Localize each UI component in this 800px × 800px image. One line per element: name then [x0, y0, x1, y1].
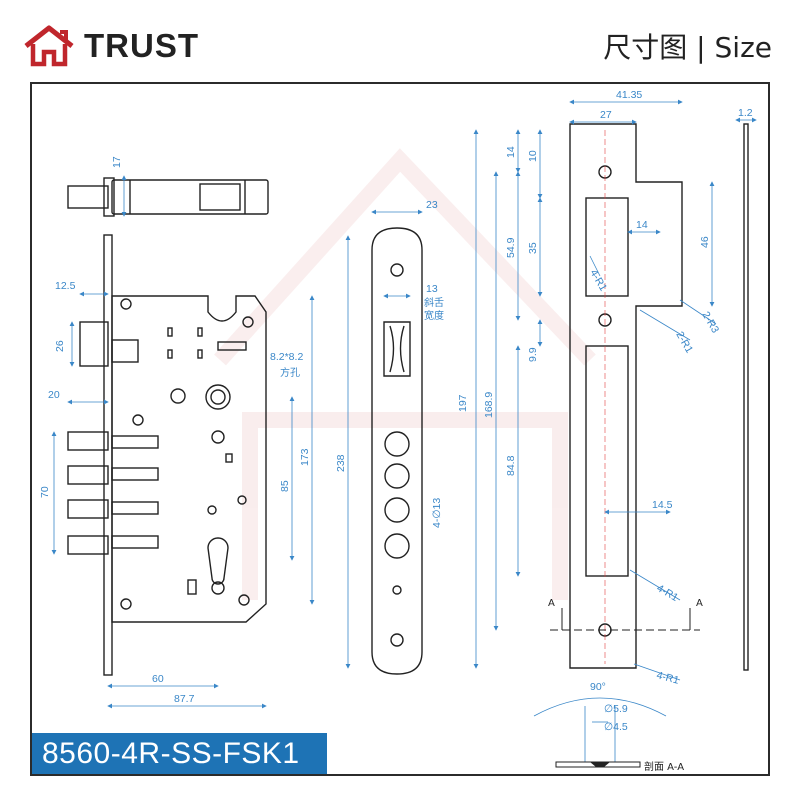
- dim-85-label: 85: [279, 480, 291, 492]
- dim-60-label: 60: [152, 673, 164, 685]
- section-title-label: 剖面 A-A: [644, 760, 684, 773]
- dim-173-label: 173: [299, 448, 311, 466]
- dim-197-label: 197: [457, 394, 469, 412]
- dim-41-35-label: 41.35: [616, 89, 642, 101]
- strike-plate-view: [569, 123, 749, 671]
- size-title: 尺寸图 | Size: [603, 31, 772, 64]
- dim-84-8-label: 84.8: [505, 455, 517, 476]
- angle-label: 90°: [590, 681, 606, 693]
- lock-front-view: [67, 234, 267, 676]
- square-hole-label: 方孔: [280, 366, 300, 379]
- faceplate-view: [371, 227, 423, 675]
- section-markers: [550, 608, 700, 631]
- lock-top-view: [67, 177, 269, 217]
- dim-238-label: 238: [335, 454, 347, 472]
- square-hole-size-label: 8.2*8.2: [270, 351, 303, 363]
- dim-9-9-label: 9.9: [527, 347, 539, 362]
- radius-4r1-a-label: 4-R1: [587, 268, 609, 294]
- dim-46-label: 46: [699, 236, 711, 248]
- section-a-left-label: A: [548, 598, 555, 609]
- dim-27-label: 27: [600, 109, 612, 121]
- dim-14-5-label: 14.5: [652, 499, 673, 511]
- section-a-right-label: A: [696, 598, 703, 609]
- holes-label: 4-∅13: [431, 498, 443, 528]
- radius-4r1-c-label: 4-R1: [655, 669, 680, 687]
- dia-5-9-label: ∅5.9: [604, 703, 628, 715]
- dim-23-label: 23: [426, 199, 438, 211]
- dim-54-9-label: 54.9: [505, 237, 517, 258]
- radius-2r1-label: 2-R1: [673, 330, 695, 356]
- dim-87-7-label: 87.7: [174, 693, 195, 705]
- strike-dims: [473, 99, 757, 681]
- dim-17-label: 17: [111, 156, 123, 168]
- latch-label-1: 斜舌: [424, 296, 444, 309]
- faceplate-dims: [345, 209, 423, 669]
- dim-13-label: 13: [426, 283, 438, 295]
- dim-10-label: 10: [527, 150, 539, 162]
- latch-label-2: 宽度: [424, 309, 444, 322]
- model-code-badge: 8560-4R-SS-FSK1: [32, 733, 327, 774]
- drawing-frame: [30, 82, 770, 776]
- dim-14b-label: 14: [636, 219, 648, 231]
- lock-front-dims: [51, 291, 315, 709]
- dim-12-5-label: 12.5: [55, 280, 76, 292]
- section-detail: [533, 697, 667, 762]
- section-countersink: [590, 762, 610, 767]
- dim-20-label: 20: [48, 389, 60, 401]
- dim-14a-label: 14: [505, 146, 517, 158]
- brand-name: TRUST: [84, 27, 199, 64]
- brand-logo: TRUST: [22, 22, 199, 70]
- dim-1-2-label: 1.2: [738, 107, 753, 119]
- watermark: [214, 148, 596, 600]
- house-logo-icon: [24, 25, 74, 67]
- dim-168-9-label: 168.9: [483, 392, 495, 418]
- dim-35-label: 35: [527, 242, 539, 254]
- radius-4r1-b-label: 4-R1: [655, 582, 681, 604]
- radius-2r3-label: 2-R3: [699, 310, 721, 336]
- dia-4-5-label: ∅4.5: [604, 721, 628, 733]
- dim-26-label: 26: [54, 340, 66, 352]
- dim-70-label: 70: [39, 486, 51, 498]
